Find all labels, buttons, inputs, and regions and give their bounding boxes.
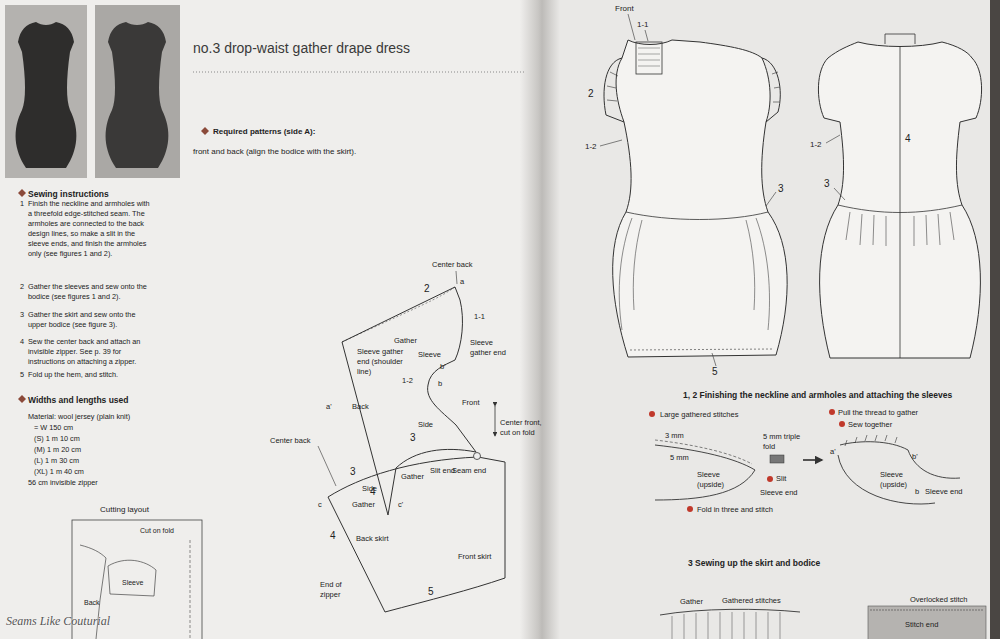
text-label: Front xyxy=(462,398,480,408)
text-label: Center back xyxy=(270,436,310,446)
callout-number: 3 xyxy=(824,178,830,189)
text-label: (L) 1 m 30 cm xyxy=(34,456,79,466)
callout-number: 3 xyxy=(20,310,24,320)
callout-number: a xyxy=(460,277,464,287)
text-label: Sleeve end xyxy=(760,488,798,498)
text-label: 3 mm xyxy=(665,431,684,441)
callout-number: 2 xyxy=(424,283,430,294)
text-label: Gather the skirt and sew onto the upper … xyxy=(28,310,152,330)
text-label: Gather xyxy=(394,336,417,346)
callout-number: 5 xyxy=(20,370,24,380)
text-label: Front xyxy=(615,4,634,14)
text-label: Required patterns (side A): xyxy=(213,127,315,137)
callout-number: 4 xyxy=(20,337,24,347)
callout-number: 3 xyxy=(350,466,356,477)
text-label: Large gathered stitches xyxy=(660,410,738,420)
callout-number: 2 xyxy=(588,88,594,99)
text-label: Gather xyxy=(401,472,424,482)
callout-number: c' xyxy=(398,500,403,510)
text-label: Back skirt xyxy=(356,534,389,544)
watermark: Seams Like Couturial xyxy=(6,614,110,628)
callout-number: 2 xyxy=(20,282,24,292)
callout-number: 1-2 xyxy=(585,142,597,152)
text-label: Sleeve gather end (shoulder line) xyxy=(357,347,413,377)
text-label: Sleeve end xyxy=(925,487,963,497)
callout-number: 5 xyxy=(428,586,434,597)
text-label: Cutting layout xyxy=(100,505,149,515)
callout-number: a' xyxy=(830,447,836,457)
callout-number: 3 xyxy=(410,432,416,443)
text-label: Sleeve xyxy=(418,350,441,360)
text-label: (XL) 1 m 40 cm xyxy=(34,467,84,477)
text-label: Back xyxy=(84,598,100,608)
page-title: no.3 drop-waist gather drape dress xyxy=(193,40,410,56)
text-label: Sleeve gather end xyxy=(470,338,514,358)
text-label: Stitch end xyxy=(905,620,938,630)
callout-number: 1-1 xyxy=(637,20,649,30)
callout-number: b xyxy=(915,487,919,497)
text-label: (S) 1 m 10 cm xyxy=(34,434,80,444)
text-label: Sew the center back and attach an invisi… xyxy=(28,337,152,367)
text-label: Front skirt xyxy=(458,552,491,562)
text-label: = W 150 cm xyxy=(34,423,73,433)
callout-number: b xyxy=(438,379,442,389)
text-label: Fold in three and stitch xyxy=(697,505,773,515)
text-label: Sleeve (upside) xyxy=(880,470,916,490)
text-label: (M) 1 m 20 cm xyxy=(34,445,81,455)
text-label: Slit xyxy=(776,474,786,484)
text-label: Sewing instructions xyxy=(28,189,109,199)
text-label: Widths and lengths used xyxy=(28,395,129,405)
callout-number: a' xyxy=(326,402,332,412)
text-label: Sleeve (upside) xyxy=(697,470,733,490)
callout-number: 1-2 xyxy=(402,376,413,386)
text-label: 5 mm xyxy=(670,453,689,463)
text-label: Finish the neckline and armholes with a … xyxy=(28,199,152,259)
text-label: Gathered stitches xyxy=(722,596,781,606)
callout-number: c xyxy=(318,500,322,510)
text-label: 3 Sewing up the skirt and bodice xyxy=(688,558,820,568)
callout-number: 4 xyxy=(330,530,336,541)
text-label: Seam end xyxy=(452,466,486,476)
callout-number: 5 xyxy=(712,366,718,377)
text-label: Cut on fold xyxy=(140,526,174,536)
text-label: Overlocked stitch xyxy=(910,595,968,605)
text-label: 5 mm triple fold xyxy=(763,432,805,452)
callout-number: 3 xyxy=(778,183,784,194)
text-label: Gather xyxy=(352,500,375,510)
callout-number: b' xyxy=(912,452,918,462)
text-label: Pull the thread to gather xyxy=(838,408,918,418)
text-label: Center front, cut on fold xyxy=(500,418,542,438)
text-label: Side xyxy=(418,420,433,430)
text-label: Fold up the hem, and stitch. xyxy=(28,370,152,380)
callout-number: 1-1 xyxy=(474,312,485,322)
callout-number: b' xyxy=(440,362,446,372)
text-label: Gather the sleeves and sew onto the bodi… xyxy=(28,282,152,302)
callout-number: 1 xyxy=(20,199,24,209)
callout-number: 4 xyxy=(905,133,911,144)
callout-number: 1-2 xyxy=(810,140,822,150)
text-label: 1, 2 Finishing the neckline and armholes… xyxy=(683,390,952,400)
text-label: Sew together xyxy=(848,420,892,430)
text-label: Center back xyxy=(432,260,472,270)
text-label: End of zipper xyxy=(320,580,360,600)
text-label: 56 cm invisible zipper xyxy=(28,478,98,488)
text-label: Slit end xyxy=(430,466,455,476)
text-label: Side xyxy=(362,484,377,494)
text-label: Material: wool jersey (plain knit) xyxy=(28,412,130,422)
text-label: front and back (align the bodice with th… xyxy=(193,147,356,157)
text-label: Sleeve xyxy=(122,578,143,588)
text-label: Back xyxy=(352,402,369,412)
text-label: Gather xyxy=(680,597,703,607)
